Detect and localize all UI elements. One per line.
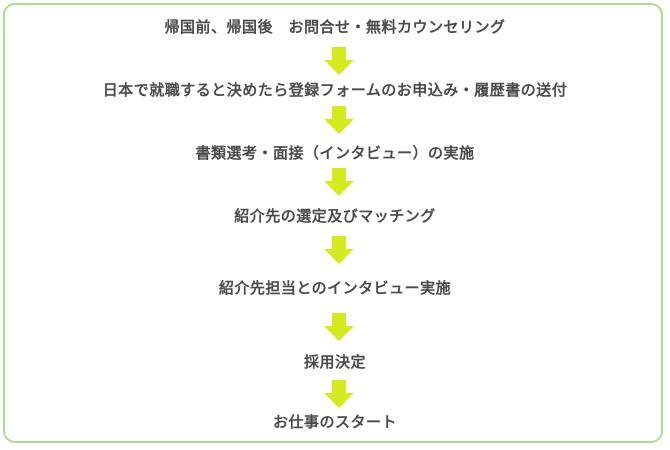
down-arrow-icon [324,168,354,196]
down-arrow-icon [324,313,354,341]
step-3-screening-interview: 書類選考・面接（インタビュー）の実施 [195,144,475,162]
down-arrow-icon [324,47,354,75]
flow-container [3,3,663,443]
step-4-matching: 紹介先の選定及びマッチング [234,207,436,225]
step-1-consultation: 帰国前、帰国後 お問合せ・無料カウンセリング [164,18,506,36]
down-arrow-icon [324,380,354,408]
step-6-hiring-decision: 採用決定 [303,353,366,371]
down-arrow-icon [324,236,354,264]
step-7-job-start: お仕事のスタート [272,413,397,431]
down-arrow-icon [324,106,354,134]
step-5-employer-interview: 紹介先担当とのインタビュー実施 [218,279,452,297]
step-2-registration: 日本で就職すると決めたら登録フォームのお申込み・履歴書の送付 [102,81,568,99]
